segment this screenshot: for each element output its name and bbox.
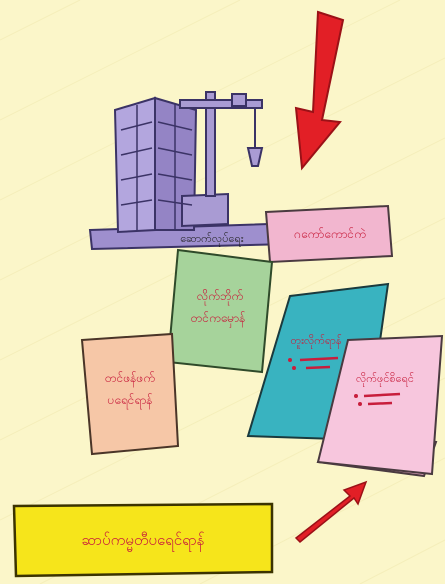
green-card-label-2: တင်ကမှောန် — [191, 310, 246, 328]
pink-card-label: ဂကော်ကောင်ကဲ — [294, 226, 366, 241]
building-sign-label: ဆောက်လုပ်ရေး — [180, 232, 243, 247]
crane-icon — [179, 91, 264, 197]
peach-card-label-2: ပရေင်ရာန် — [108, 392, 153, 410]
pink-book: လိုက်ဖုင်စိရေင် — [316, 334, 444, 478]
pink-card: ဂကော်ကောင်ကဲ — [264, 204, 394, 264]
building-icon: ဆောက်လုပ်ရေး — [88, 91, 331, 251]
bottom-banner: ဆာပ်ကမ္မတီပရေင်ရာန် — [12, 502, 274, 578]
peach-card: တင်ဖန်ဖက် ပရေင်ရာန် — [80, 332, 180, 456]
red-down-arrow-icon — [294, 10, 345, 171]
green-card-label-1: လိုက်ဘိုက် — [197, 288, 243, 306]
green-card: လိုက်ဘိုက် တင်ကမှောန် — [166, 248, 274, 374]
peach-card-label-1: တင်ဖန်ဖက် — [105, 370, 155, 388]
red-up-arrow-icon — [294, 480, 368, 544]
blue-card-label: တူးလိုက်ရာန် — [290, 334, 341, 349]
bottom-banner-label: ဆာပ်ကမ္မတီပရေင်ရာန် — [81, 531, 204, 552]
pink-book-label: လိုက်ဖုင်စိရေင် — [356, 372, 414, 387]
